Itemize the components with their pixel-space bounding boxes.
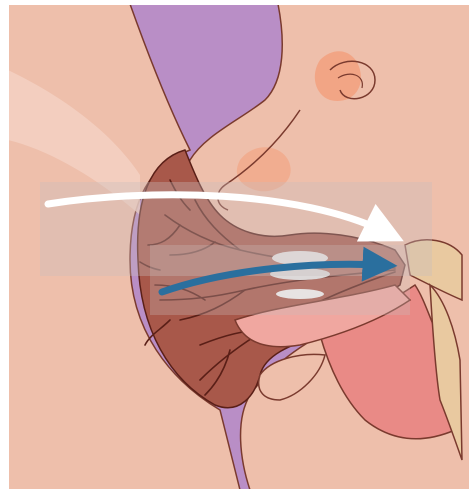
nose-blush bbox=[315, 51, 361, 101]
highlight-band-lower bbox=[150, 245, 410, 315]
